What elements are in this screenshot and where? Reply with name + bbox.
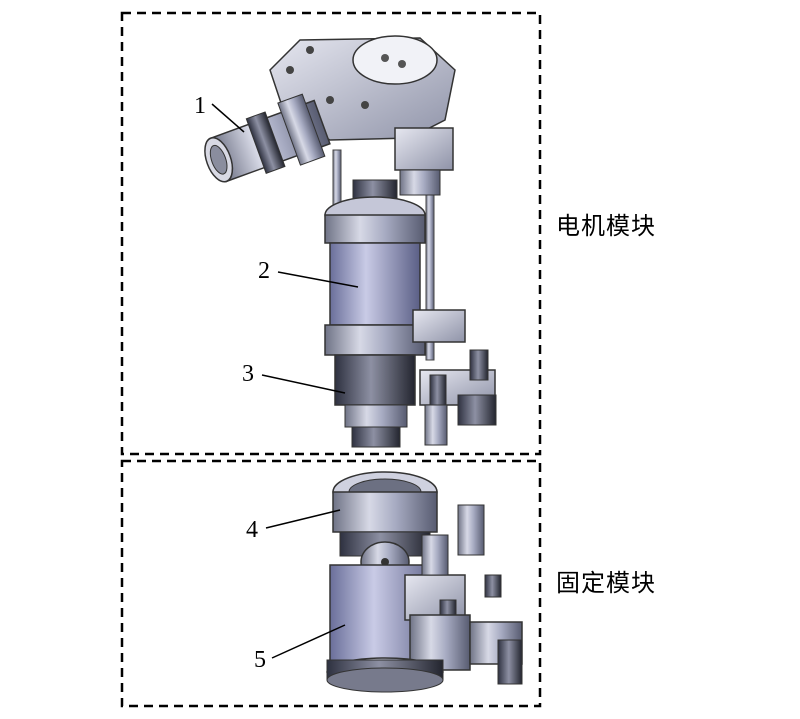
fixed-module-box	[120, 459, 542, 708]
fixed-module-label: 固定模块	[556, 569, 656, 597]
part-number: 3	[242, 361, 254, 387]
part-label-4: 4	[246, 509, 341, 543]
part-number: 4	[246, 517, 258, 543]
fixed-module-drawing	[326, 471, 523, 693]
motor-module-drawing	[204, 35, 497, 448]
part-number: 2	[258, 258, 270, 284]
part-number: 1	[194, 93, 206, 119]
part-label-2: 2	[258, 258, 359, 288]
part-label-5: 5	[254, 624, 346, 673]
motor-module-label: 电机模块	[556, 212, 656, 240]
part-number: 5	[254, 647, 266, 673]
motor-module-box	[120, 11, 542, 456]
part-label-3: 3	[242, 361, 346, 394]
part-label-1: 1	[194, 93, 245, 133]
